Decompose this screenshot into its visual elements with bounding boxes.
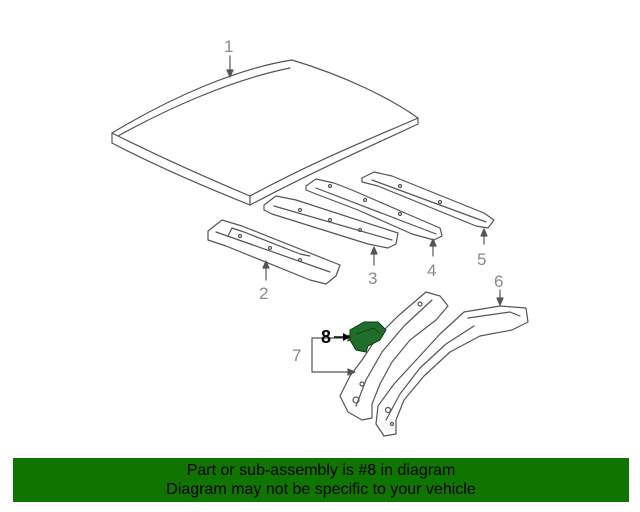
callout-7: 7 (292, 346, 301, 365)
roof-bow-4[interactable] (305, 178, 443, 241)
callout-2-leader (262, 260, 270, 281)
part-info-banner: Part or sub-assembly is #8 in diagram Di… (13, 458, 629, 502)
callout-3-leader (370, 246, 378, 266)
callout-5: 5 (477, 250, 486, 269)
callout-4-leader (429, 238, 437, 257)
banner-line-2: Diagram may not be specific to your vehi… (166, 481, 476, 498)
callout-1-leader (226, 55, 234, 78)
roof-bow-3[interactable] (263, 195, 399, 249)
callout-6: 6 (494, 272, 503, 291)
callout-5-leader (480, 228, 488, 245)
roof-panel[interactable] (111, 59, 419, 206)
callout-4: 4 (427, 261, 436, 280)
rear-header[interactable] (361, 171, 495, 229)
callout-7-bracket (311, 334, 356, 376)
front-header[interactable] (207, 219, 341, 285)
callout-8-leader (334, 333, 350, 341)
banner-line-1: Part or sub-assembly is #8 in diagram (186, 462, 456, 479)
highlighted-bracket-8[interactable] (349, 321, 387, 353)
inner-roof-rail[interactable] (339, 291, 449, 421)
callout-1: 1 (224, 37, 233, 56)
callout-8: 8 (321, 327, 331, 347)
callout-2: 2 (259, 284, 268, 303)
outer-roof-rail[interactable] (375, 305, 529, 437)
callout-6-leader (496, 289, 504, 306)
callout-3: 3 (368, 269, 377, 288)
